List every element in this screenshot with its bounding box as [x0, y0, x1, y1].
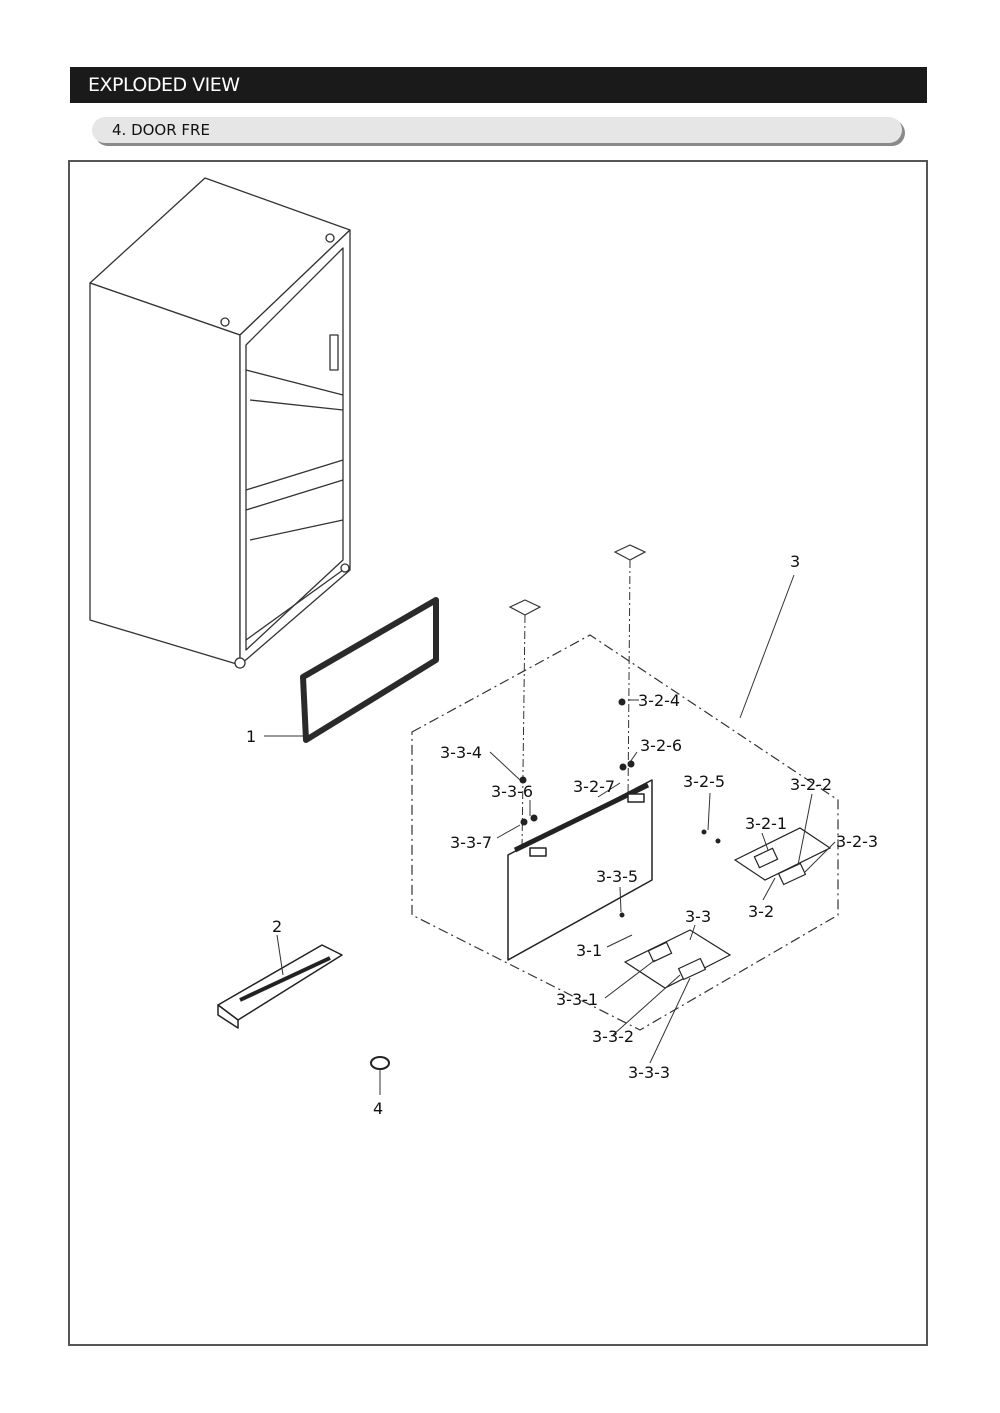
- callout-3-2-7: 3-2-7: [573, 777, 615, 796]
- callout-3-1: 3-1: [576, 941, 602, 960]
- callout-3-2-6: 3-2-6: [640, 736, 682, 755]
- section-label: 4. DOOR FRE: [112, 121, 210, 139]
- page-header: EXPLODED VIEW: [70, 67, 927, 103]
- callout-3-2-5: 3-2-5: [683, 772, 725, 791]
- callout-3-2-1: 3-2-1: [745, 814, 787, 833]
- lower-bracket-assembly: [623, 929, 732, 989]
- callout-3-3-4: 3-3-4: [440, 743, 482, 762]
- hinge-axis-left: [521, 614, 526, 851]
- callout-2: 2: [272, 917, 282, 936]
- callout-3-3-7: 3-3-7: [450, 833, 492, 852]
- callout-3-3-1: 3-3-1: [556, 990, 598, 1009]
- hinge-caps: [508, 544, 647, 616]
- callout-3-2-4: 3-2-4: [638, 691, 680, 710]
- clip-part: [370, 1056, 390, 1095]
- leader-3: [739, 574, 795, 719]
- diagram-frame: [68, 160, 928, 1346]
- callout-3: 3: [790, 552, 800, 571]
- header-title: EXPLODED VIEW: [88, 74, 240, 96]
- callout-4: 4: [373, 1099, 383, 1118]
- section-heading: 4. DOOR FRE: [92, 117, 902, 143]
- callout-3-3: 3-3: [685, 907, 711, 926]
- callout-1: 1: [246, 727, 256, 746]
- right-bracket-assembly: [733, 827, 832, 886]
- callout-3-3-2: 3-3-2: [592, 1027, 634, 1046]
- callout-3-2: 3-2: [748, 902, 774, 921]
- leader-2: [276, 934, 284, 976]
- door-gasket: [300, 597, 439, 743]
- refrigerator-cabinet: [89, 177, 351, 669]
- callout-3-3-3: 3-3-3: [628, 1063, 670, 1082]
- callout-3-3-6: 3-3-6: [491, 782, 533, 801]
- door-handle: [217, 944, 343, 1029]
- door-assembly-boundary: [411, 634, 839, 1031]
- callout-3-2-3: 3-2-3: [836, 832, 878, 851]
- callout-3-2-2: 3-2-2: [790, 775, 832, 794]
- door-panel: [507, 779, 653, 961]
- leader-lines: [489, 699, 836, 1064]
- callout-labels: 1 2 3 4 3-2-4 3-3-4 3-2-6 3-2-7 3-2-5 3-…: [246, 552, 878, 1118]
- callout-3-3-5: 3-3-5: [596, 867, 638, 886]
